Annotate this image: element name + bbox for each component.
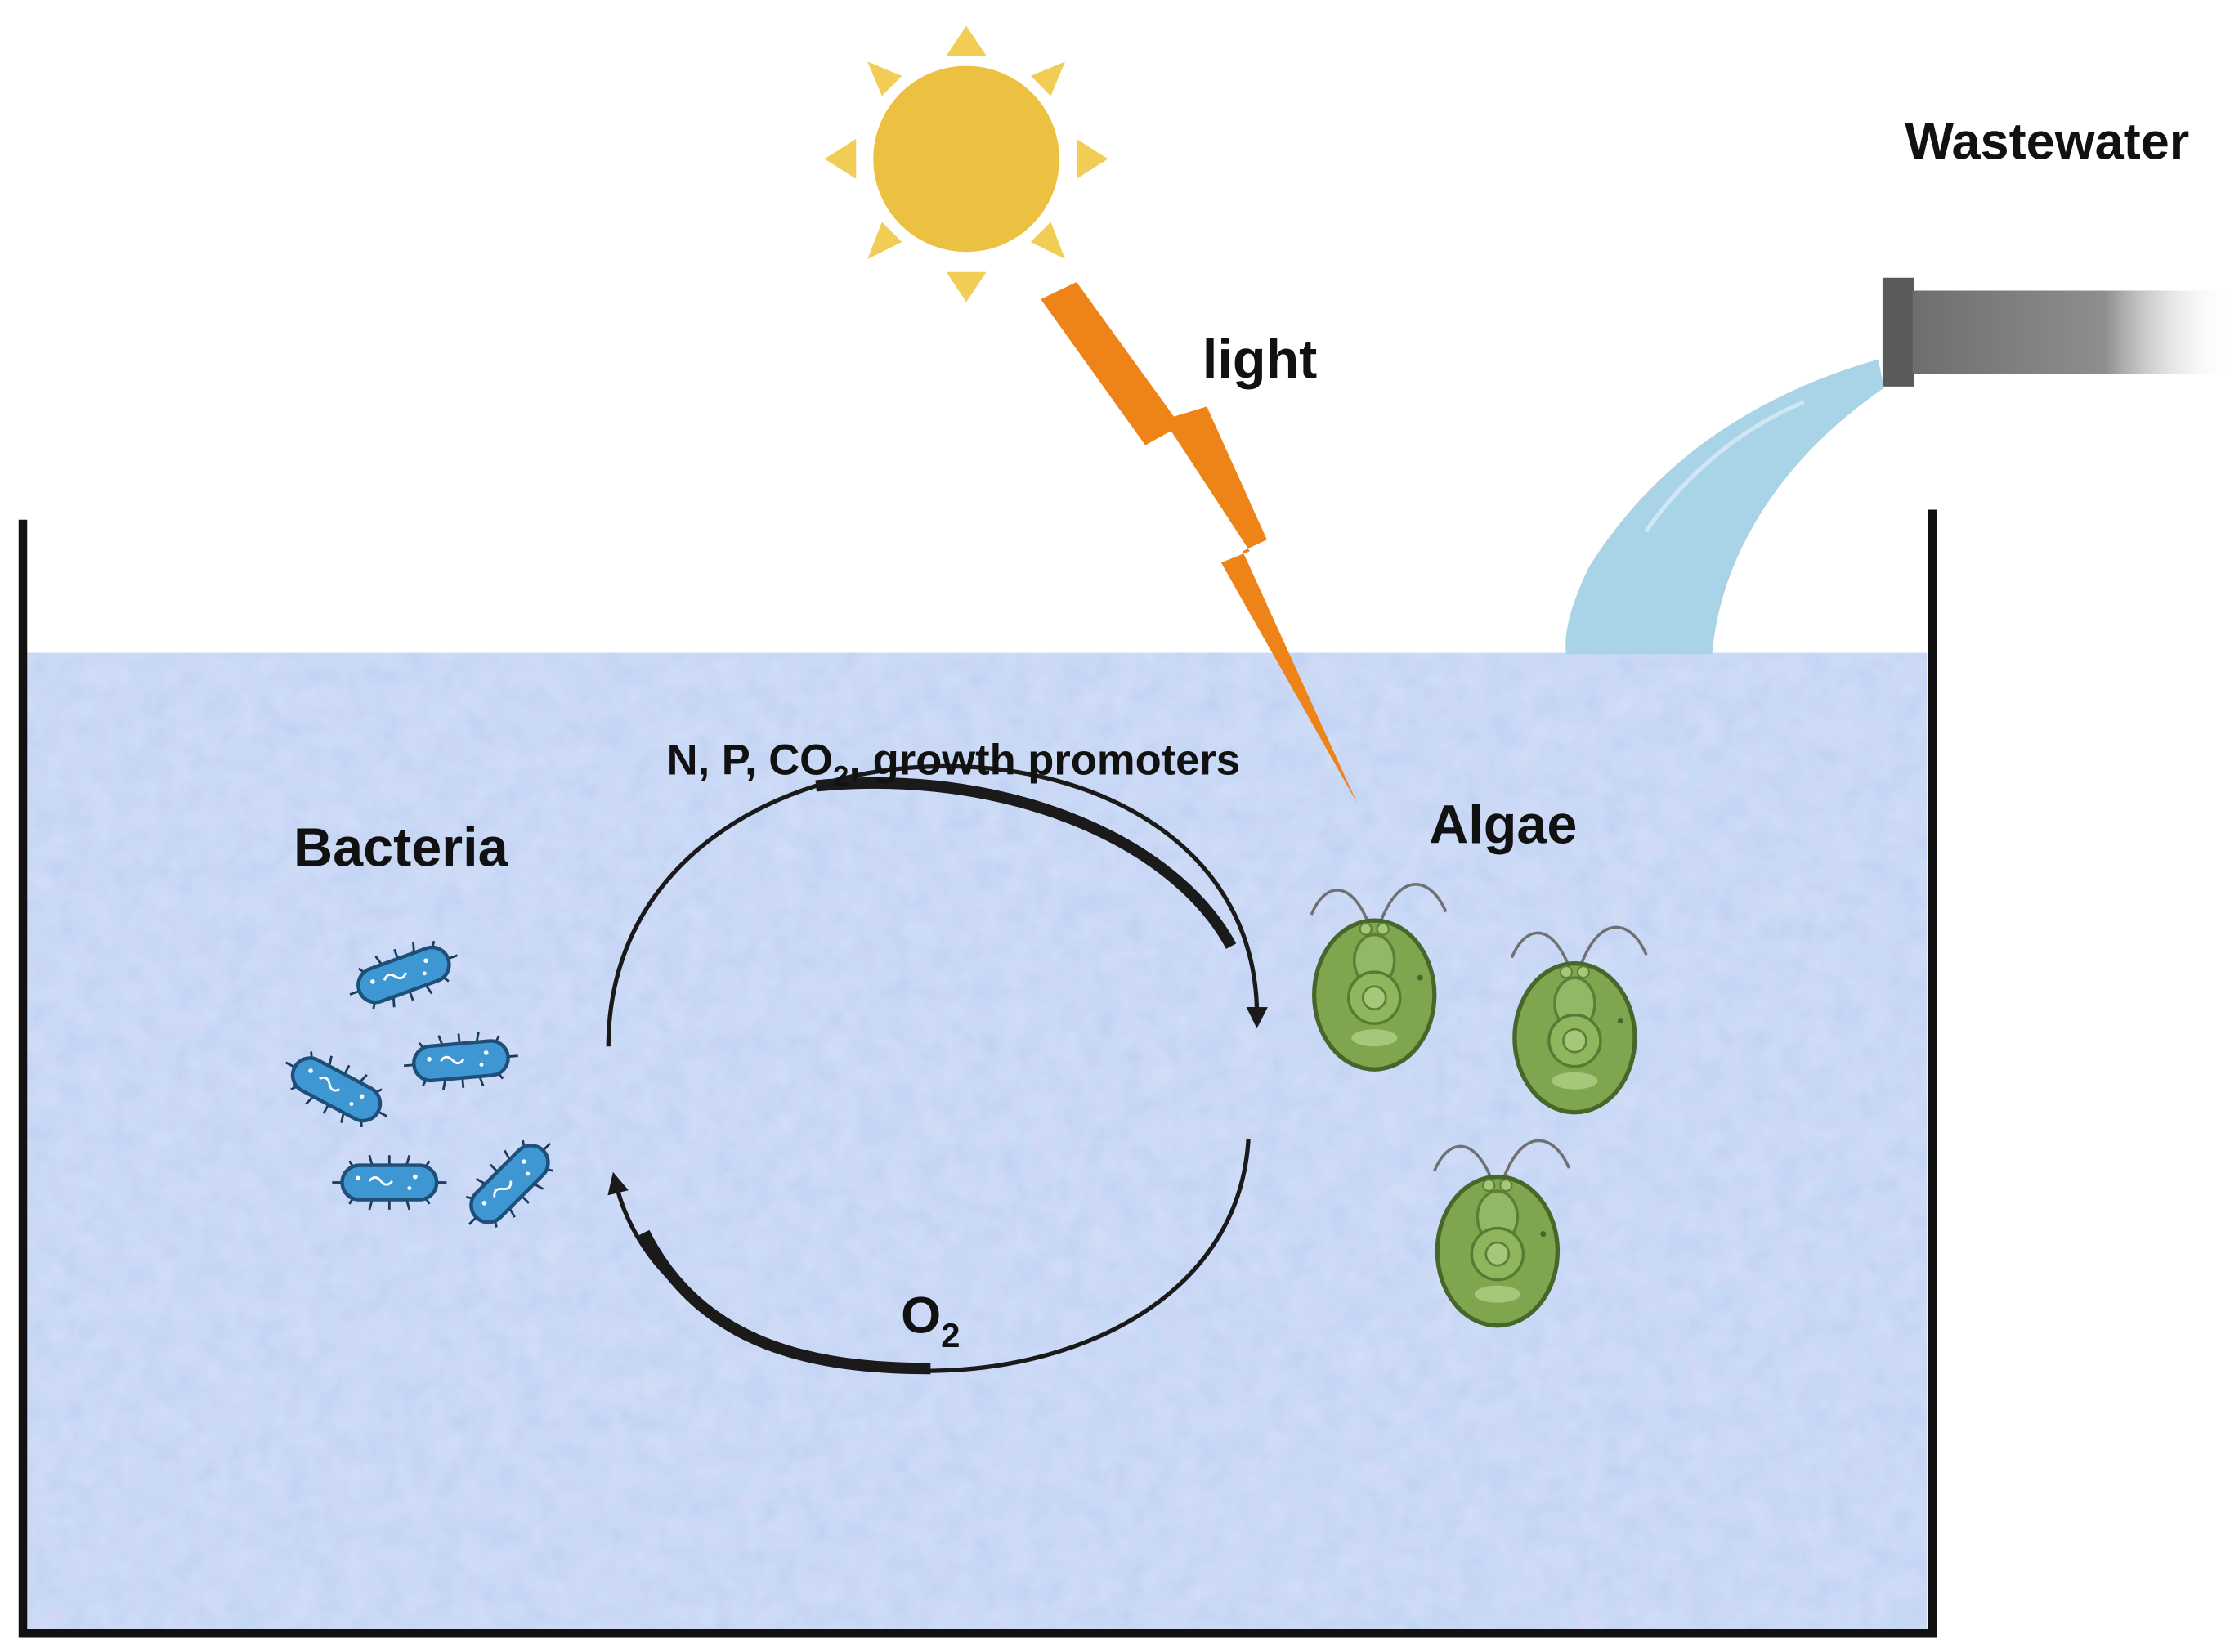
bacteria-label: Bacteria — [293, 818, 509, 879]
top-flow-label: N, P, CO2, growth promoters — [667, 736, 1240, 792]
water-body — [25, 652, 1928, 1629]
lightning-bolt-icon — [1041, 282, 1358, 804]
top-flow-arrow — [606, 763, 1268, 1047]
bottom-flow-label: O2 — [901, 1287, 960, 1354]
sun-icon — [824, 25, 1108, 302]
top-flow-subscript: 2 — [833, 760, 849, 792]
tank-outline — [18, 509, 1937, 1638]
wastewater-label: Wastewater — [1905, 113, 2189, 170]
pipe-icon — [1882, 277, 2233, 387]
algae-label: Algae — [1429, 795, 1577, 856]
top-flow-suffix: , growth promoters — [849, 736, 1240, 784]
bottom-flow-main: O — [901, 1287, 941, 1344]
water-stream-icon — [1565, 359, 1884, 655]
top-flow-prefix: N, P, CO — [667, 736, 833, 784]
light-label: light — [1202, 329, 1317, 390]
bottom-flow-subscript: 2 — [941, 1316, 960, 1354]
